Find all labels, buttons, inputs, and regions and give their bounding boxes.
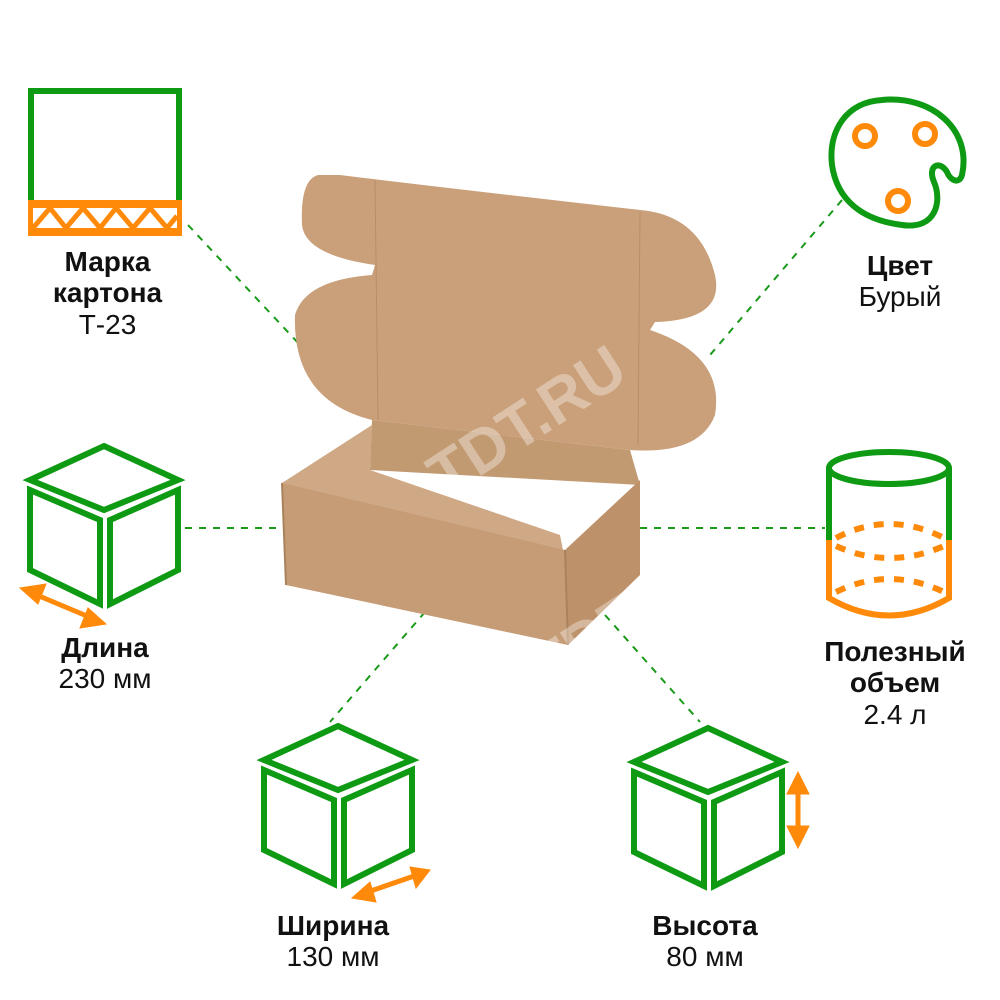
corrugated-board-icon <box>28 88 182 236</box>
spec-width-title: Ширина <box>276 910 390 941</box>
palette-icon <box>828 96 967 229</box>
cube-height-icon <box>626 724 810 891</box>
cube-length-icon <box>18 442 186 629</box>
cube-width-icon <box>256 722 431 903</box>
spec-color-value: Бурый <box>858 281 942 313</box>
spec-volume-title-2: объем <box>849 667 941 699</box>
spec-length: Длина 230 мм <box>20 632 190 695</box>
spec-width-value: 130 мм <box>286 941 380 973</box>
spec-length-title: Длина <box>61 632 149 663</box>
spec-length-value: 230 мм <box>58 663 152 695</box>
spec-grade-title-1: Марка <box>64 246 151 277</box>
spec-width: Ширина 130 мм <box>248 910 418 973</box>
spec-volume: Полезный объем 2.4 л <box>800 636 990 730</box>
spec-color: Цвет Бурый <box>830 250 970 313</box>
cylinder-volume-icon <box>826 449 952 619</box>
spec-grade-value: Т-23 <box>78 308 137 340</box>
spec-height-title: Высота <box>652 910 758 941</box>
spec-height-value: 80 мм <box>666 941 744 973</box>
spec-color-title: Цвет <box>866 250 934 281</box>
spec-grade-title-2: картона <box>52 277 163 309</box>
spec-volume-title-1: Полезный <box>824 636 966 667</box>
spec-volume-value: 2.4 л <box>863 698 927 730</box>
spec-grade: Марка картона Т-23 <box>20 246 195 340</box>
spec-height: Высота 80 мм <box>620 910 790 973</box>
